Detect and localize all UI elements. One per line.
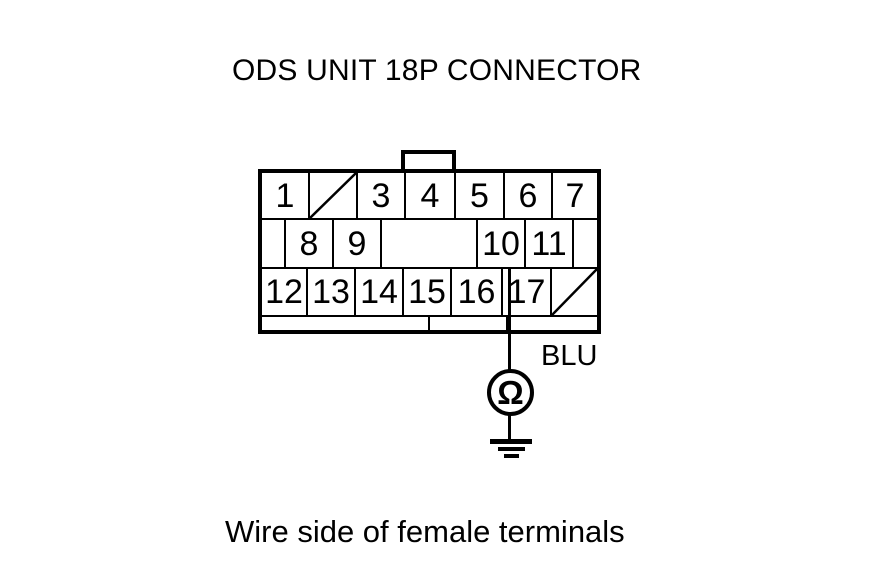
- wire-color-label: BLU: [541, 340, 598, 372]
- empty-cavity-left: [262, 220, 286, 269]
- pin-11: 11: [526, 220, 574, 269]
- connector-body: 1 3 4 5 6 7 8 9 10 11 12 13 14 15 16 17: [258, 169, 601, 334]
- ground-icon: [490, 439, 532, 444]
- ground-wire: [508, 414, 511, 441]
- slash-icon: [552, 269, 597, 315]
- pin-row-middle: 8 9 10 11: [262, 220, 597, 269]
- ground-icon: [498, 447, 525, 451]
- empty-cavity-right: [574, 220, 597, 269]
- pin-3: 3: [358, 173, 406, 220]
- pin-5: 5: [456, 173, 505, 220]
- blocked-cavity-18: [552, 269, 597, 317]
- pin-9: 9: [334, 220, 382, 269]
- empty-cavity-center: [382, 220, 478, 269]
- pin-6: 6: [505, 173, 553, 220]
- pin-4: 4: [406, 173, 456, 220]
- pin-16: 16: [452, 269, 503, 317]
- keying-strip-segment: [508, 317, 597, 330]
- pin-17: 17: [503, 269, 552, 317]
- pin-8: 8: [286, 220, 334, 269]
- pin-row-top: 1 3 4 5 6 7: [262, 173, 597, 220]
- diagram-caption: Wire side of female terminals: [225, 514, 625, 549]
- pin-13: 13: [308, 269, 356, 317]
- pin-14: 14: [356, 269, 404, 317]
- pin-row-bottom: 12 13 14 15 16 17: [262, 269, 597, 317]
- pin-1: 1: [262, 173, 310, 220]
- blocked-cavity-2: [310, 173, 358, 220]
- keying-strip-segment: [430, 317, 508, 330]
- pin-10: 10: [478, 220, 526, 269]
- pin-7: 7: [553, 173, 597, 220]
- keying-strip: [262, 317, 597, 330]
- slash-icon: [310, 173, 356, 218]
- pin-12: 12: [262, 269, 308, 317]
- ground-icon: [504, 454, 519, 458]
- probe-wire: [508, 268, 511, 372]
- ohmmeter-icon: Ω: [487, 369, 534, 416]
- pin-15: 15: [404, 269, 452, 317]
- keying-strip-segment: [262, 317, 430, 330]
- diagram-title: ODS UNIT 18P CONNECTOR: [232, 54, 642, 87]
